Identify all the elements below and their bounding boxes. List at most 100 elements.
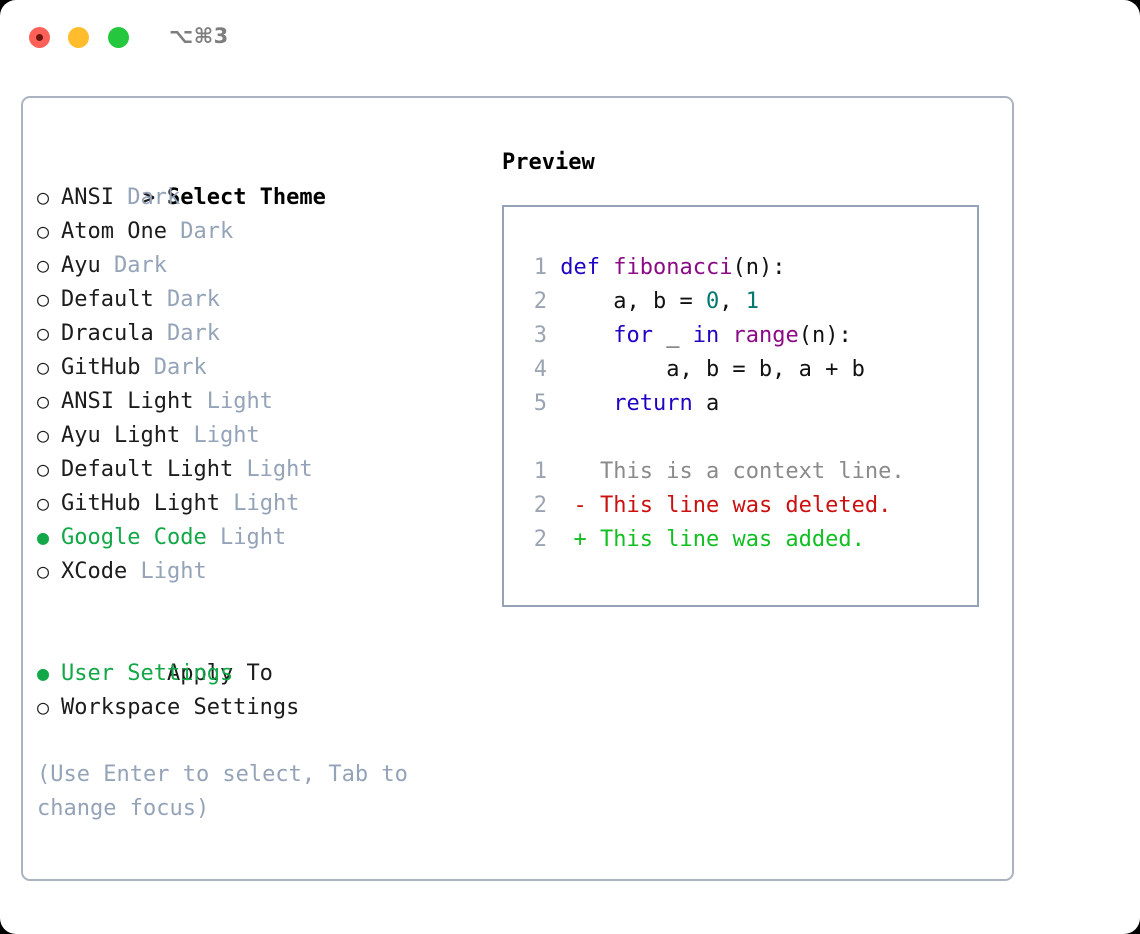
apply-to-item[interactable]: ○Workspace Settings (37, 690, 477, 724)
radio-unselected-icon[interactable]: ○ (37, 355, 50, 379)
code-line-number: 1 (533, 255, 547, 280)
radio-unselected-icon[interactable]: ○ (37, 695, 50, 719)
radio-unselected-icon[interactable]: ○ (37, 423, 50, 447)
code-line-number: 4 (533, 357, 547, 382)
theme-list-item[interactable]: ● Google Code Light (37, 520, 477, 554)
title-bar: ⌥⌘3 (0, 0, 1140, 76)
apply-to-heading: Apply To (37, 622, 477, 686)
minimize-window-icon[interactable] (68, 27, 89, 48)
spacer (233, 457, 246, 482)
theme-item-variant-label: Light (219, 525, 287, 550)
theme-list-item[interactable]: ○ Dracula Dark (37, 316, 477, 350)
theme-list-item[interactable]: ○ GitHub Light Light (37, 486, 477, 520)
code-token: for (613, 323, 653, 348)
gutter-gap (547, 357, 560, 382)
theme-item-variant-label: Light (233, 491, 300, 516)
theme-list-item[interactable]: ○ Default Dark (37, 282, 477, 316)
code-line-number: 2 (533, 527, 547, 552)
code-token: _ (652, 323, 693, 348)
radio-selected-icon[interactable]: ● (37, 525, 50, 549)
code-token: (n): (798, 323, 852, 348)
radio-unselected-icon[interactable]: ○ (37, 457, 50, 481)
preview-heading: Preview (502, 150, 595, 175)
gutter-gap (547, 459, 574, 484)
code-line: 3 for _ in range(n): (521, 319, 905, 353)
main-panel: >Select Theme ○ANSI Dark○Atom One Dark○A… (21, 96, 1014, 881)
code-token: a, b = b, a + b (560, 357, 865, 382)
theme-list-item[interactable]: ○ GitHub Dark (37, 350, 477, 384)
theme-item-name: GitHub Light (61, 491, 220, 516)
diff-sign: + (573, 527, 600, 552)
theme-item-name: ANSI (61, 185, 114, 210)
spacer (180, 423, 193, 448)
gutter-gap (547, 323, 560, 348)
apply-to-item[interactable]: ● User Settings (37, 656, 477, 690)
code-blank-line (521, 421, 905, 455)
spacer (127, 559, 140, 584)
diff-sign (574, 459, 601, 484)
radio-unselected-icon[interactable]: ○ (37, 253, 50, 277)
gutter-gap (547, 493, 574, 518)
code-token: , (719, 289, 746, 314)
gutter-gap (547, 527, 574, 552)
spacer (114, 185, 127, 210)
code-token: in (692, 323, 720, 348)
theme-list-item[interactable]: ○ANSI Light Light (37, 384, 477, 418)
preview-column: Preview 1 def fibonacci(n):2 a, b = 0, 1… (502, 146, 992, 607)
theme-list-item[interactable]: ○ Default Light Light (37, 452, 477, 486)
code-token: return (613, 391, 693, 416)
apply-to-list: ● User Settings ○Workspace Settings (37, 656, 477, 724)
theme-item-variant-label: Dark (114, 253, 167, 278)
maximize-window-icon[interactable] (108, 27, 129, 48)
theme-item-name: Default (61, 287, 154, 312)
theme-item-variant-label: Dark (153, 355, 207, 380)
radio-unselected-icon[interactable]: ○ (37, 321, 50, 345)
theme-item-name: GitHub (61, 355, 141, 380)
gutter-gap (547, 255, 560, 280)
theme-item-variant-label: Dark (127, 185, 181, 210)
code-token: a, b = (560, 289, 706, 314)
code-line-number: 3 (533, 323, 547, 348)
gutter-gap (547, 289, 560, 314)
theme-list-item[interactable]: ○Atom One Dark (37, 214, 477, 248)
radio-unselected-icon[interactable]: ○ (37, 559, 50, 583)
apply-to-item-label: User Settings (61, 661, 234, 686)
theme-item-name: Ayu Light (61, 423, 181, 448)
radio-unselected-icon[interactable]: ○ (37, 219, 50, 243)
code-line: 2 a, b = 0, 1 (521, 285, 905, 319)
code-line-number: 2 (533, 493, 547, 518)
code-token (600, 255, 613, 280)
close-window-icon[interactable] (29, 27, 50, 48)
code-line: 1 def fibonacci(n): (521, 251, 905, 285)
select-theme-heading: >Select Theme (37, 146, 477, 210)
theme-list-item[interactable]: ○Ayu Dark (37, 248, 477, 282)
radio-unselected-icon[interactable]: ○ (37, 389, 50, 413)
theme-list-item[interactable]: ○XCode Light (37, 554, 477, 588)
theme-item-name: Dracula (61, 321, 154, 346)
diff-text: This is a context line. (600, 459, 905, 484)
code-token: range (732, 323, 799, 348)
apply-to-heading-label: Apply To (166, 661, 273, 686)
spacer (101, 253, 114, 278)
theme-item-name: Google Code (61, 525, 207, 550)
gutter-gap (547, 391, 560, 416)
code-token (560, 323, 613, 348)
spacer (154, 321, 167, 346)
theme-item-name: Default Light (61, 457, 234, 482)
radio-unselected-icon[interactable]: ○ (37, 185, 50, 209)
code-token: (n): (732, 255, 786, 280)
theme-item-variant-label: Light (193, 423, 260, 448)
theme-item-variant-label: Dark (180, 219, 234, 244)
theme-item-variant-label: Dark (166, 287, 220, 312)
theme-list-item[interactable]: ○ ANSI Dark (37, 180, 477, 214)
theme-item-variant-label: Dark (166, 321, 220, 346)
radio-unselected-icon[interactable]: ○ (37, 491, 50, 515)
code-line-number: 5 (533, 391, 547, 416)
radio-unselected-icon[interactable]: ○ (37, 287, 50, 311)
theme-list-item[interactable]: ○ Ayu Light Light (37, 418, 477, 452)
theme-item-variant-label: Light (246, 457, 313, 482)
radio-selected-icon[interactable]: ● (37, 661, 50, 685)
keyboard-hint-text: (Use Enter to select, Tab to change focu… (37, 762, 422, 821)
